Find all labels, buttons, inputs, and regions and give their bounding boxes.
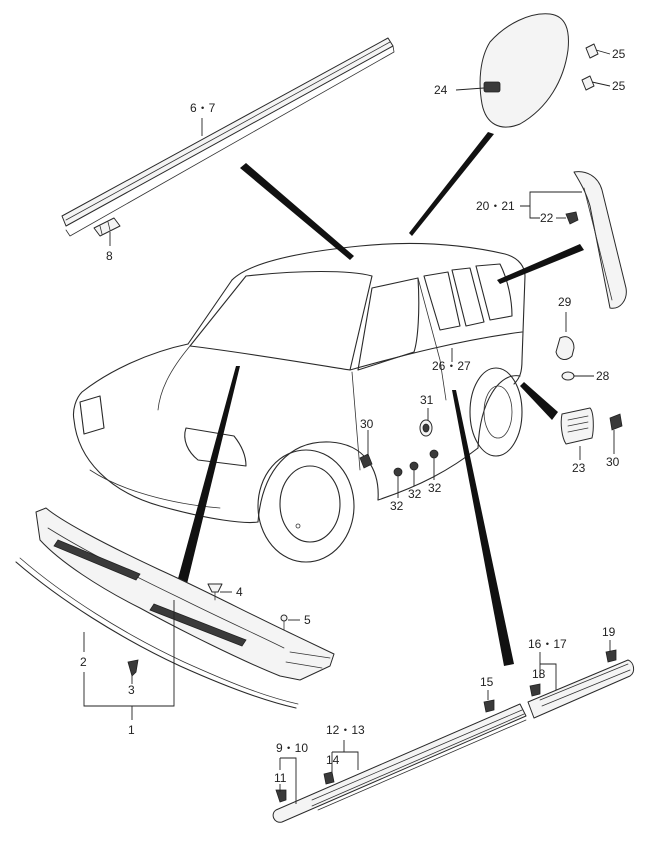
pointer-mud-flap — [520, 382, 558, 420]
label-part-19: 19 — [602, 625, 616, 639]
label-part-9-10: 9・10 — [276, 741, 308, 755]
side-sill-molding-rear — [527, 659, 635, 719]
label-part-16-17: 16・17 — [528, 637, 567, 651]
roof-drip-molding — [61, 37, 395, 237]
sill-clip-19 — [605, 649, 617, 663]
label-part-15: 15 — [480, 675, 494, 689]
pointer-fuel-lid — [409, 132, 494, 236]
label-part-28: 28 — [596, 369, 610, 383]
sill-clip-14 — [323, 771, 335, 785]
cover-plug — [561, 371, 575, 381]
label-part-22: 22 — [540, 211, 554, 225]
label-part-29: 29 — [558, 295, 572, 309]
label-part-25-lower: 25 — [612, 79, 626, 93]
label-part-26-27: 26・27 — [432, 359, 471, 373]
label-part-25-upper: 25 — [612, 47, 626, 61]
pointer-roof-molding — [240, 163, 354, 260]
label-part-32-a: 32 — [390, 499, 404, 513]
plug-set — [393, 449, 439, 477]
cowl-seal-strip — [15, 557, 299, 709]
label-part-18: 18 — [532, 667, 546, 681]
body-plug — [419, 419, 433, 437]
rear-vent-louver — [560, 407, 594, 445]
grommet-left — [359, 453, 373, 469]
sill-clip-11 — [275, 789, 287, 803]
label-part-32-b: 32 — [408, 487, 422, 501]
molding-clip — [93, 217, 121, 237]
label-part-3: 3 — [128, 683, 135, 697]
part-labels: 6・7 8 24 25 25 20・21 22 29 28 26・27 30 3… — [80, 47, 626, 785]
pointer-rear-trim — [497, 244, 584, 284]
cowl-screw — [280, 614, 288, 631]
label-part-23: 23 — [572, 461, 586, 475]
label-part-2: 2 — [80, 655, 87, 669]
side-cover-plate — [555, 336, 575, 360]
label-part-4: 4 — [236, 585, 243, 599]
label-part-14: 14 — [326, 753, 340, 767]
rear-quarter-trim — [573, 171, 627, 309]
lid-bumper-lower — [581, 75, 595, 91]
leader-lines — [83, 49, 615, 804]
trim-clip — [565, 211, 579, 225]
label-part-30-right: 30 — [606, 455, 620, 469]
fuel-filler-lid — [479, 13, 569, 128]
side-sill-molding-front — [272, 703, 527, 823]
pointer-cowl — [176, 366, 240, 588]
pointer-side-sill — [452, 390, 514, 666]
sill-clip-15 — [483, 699, 495, 713]
sill-clip-18 — [529, 683, 541, 697]
grommet-right — [609, 413, 623, 431]
label-part-1: 1 — [128, 723, 135, 737]
label-part-24: 24 — [434, 83, 448, 97]
cowl-push-clip — [207, 583, 223, 601]
label-part-8: 8 — [106, 249, 113, 263]
label-part-5: 5 — [304, 613, 311, 627]
label-part-32-c: 32 — [428, 481, 442, 495]
label-part-11: 11 — [274, 771, 287, 785]
label-part-31: 31 — [420, 393, 434, 407]
label-part-12-13: 12・13 — [326, 723, 365, 737]
lid-bumper-upper — [585, 43, 599, 59]
label-part-20-21: 20・21 — [476, 199, 515, 213]
pointer-wedges — [176, 132, 584, 666]
label-part-30-left: 30 — [360, 417, 374, 431]
cowl-clip — [127, 659, 139, 677]
label-part-6-7: 6・7 — [190, 101, 216, 115]
